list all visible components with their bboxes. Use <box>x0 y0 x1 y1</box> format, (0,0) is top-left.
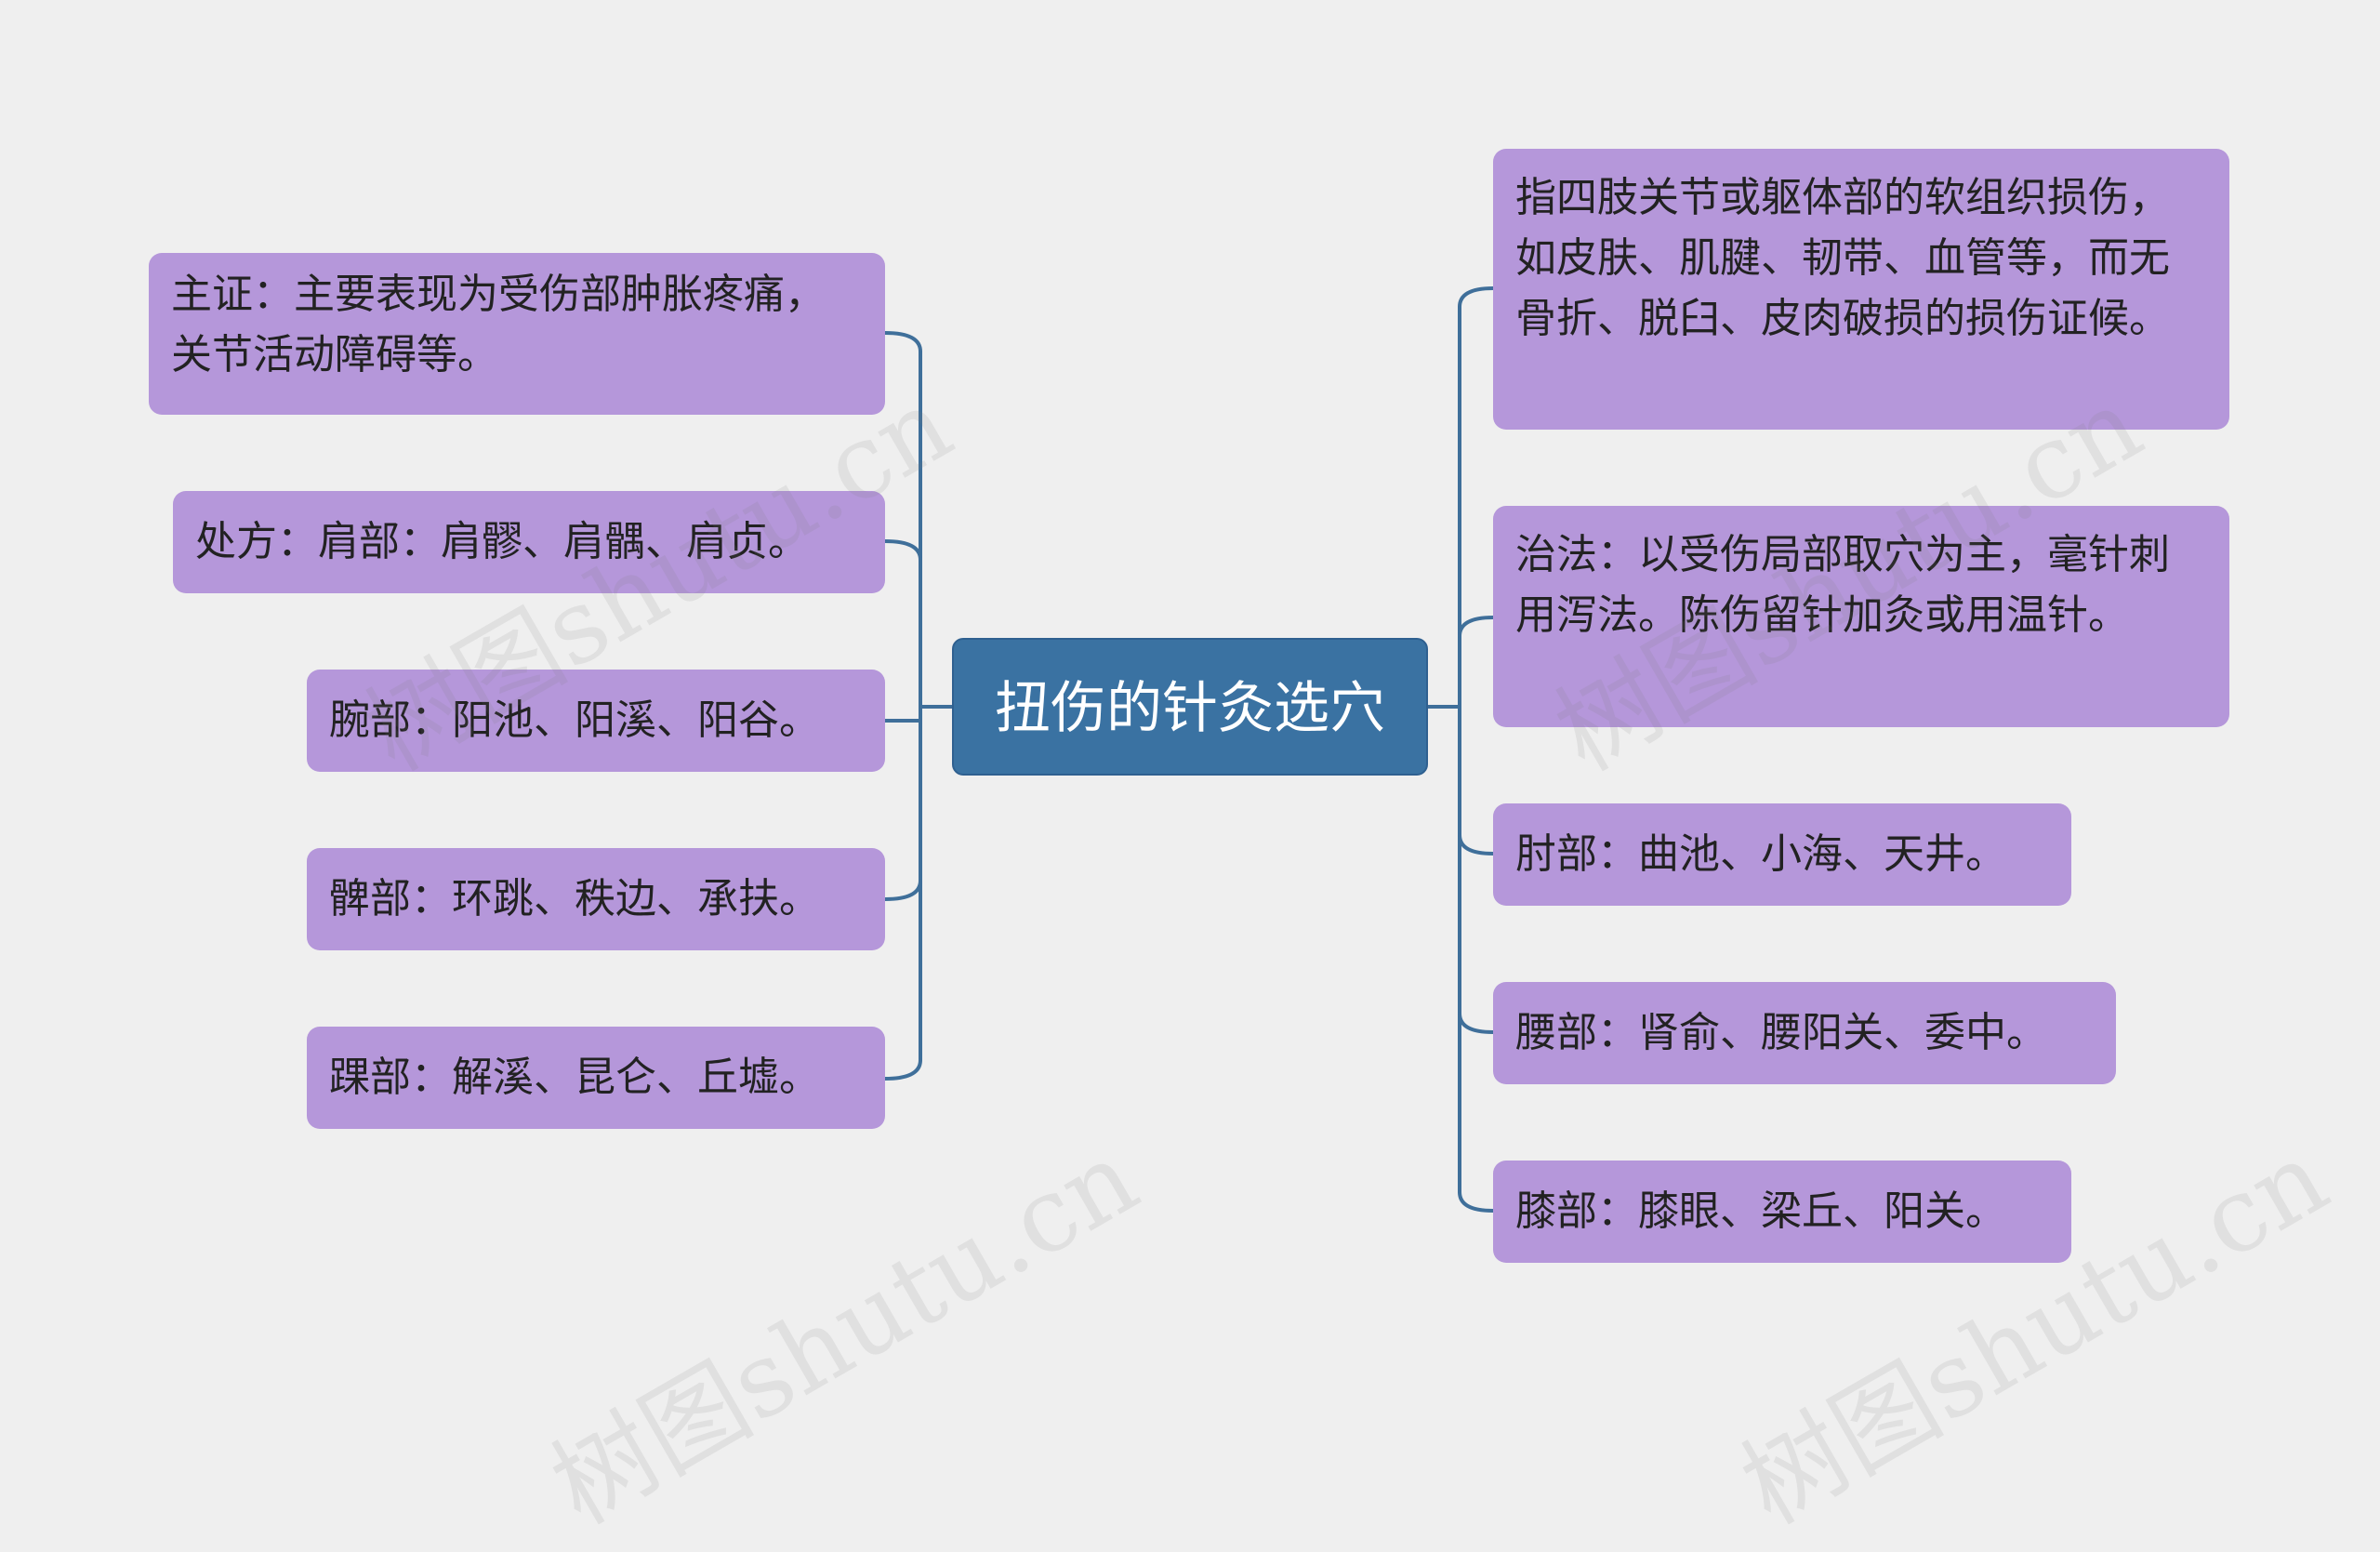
left-node-hip[interactable]: 髀部：环跳、秩边、承扶。 <box>307 848 885 950</box>
central-topic[interactable]: 扭伤的针灸选穴 <box>952 638 1428 776</box>
left-node-wrist[interactable]: 腕部：阳池、阳溪、阳谷。 <box>307 670 885 772</box>
left-node-prescription-shoulder[interactable]: 处方：肩部：肩髎、肩髃、肩贞。 <box>173 491 885 593</box>
right-node-definition[interactable]: 指四肢关节或躯体部的软组织损伤，如皮肤、肌腱、韧带、血管等，而无骨折、脱臼、皮肉… <box>1493 149 2229 430</box>
connector-right-4 <box>1458 1012 1495 1034</box>
connector-right-1 <box>1458 286 1495 309</box>
right-node-elbow[interactable]: 肘部：曲池、小海、天井。 <box>1493 803 2071 906</box>
left-node-symptoms[interactable]: 主证：主要表现为受伤部肿胀疼痛，关节活动障碍等。 <box>149 253 885 415</box>
right-node-waist[interactable]: 腰部：肾俞、腰阳关、委中。 <box>1493 982 2116 1084</box>
connector-left-2 <box>883 539 922 562</box>
connector-right-3 <box>1458 833 1495 856</box>
connector-left-1 <box>883 331 922 353</box>
connector-right-2 <box>1458 616 1495 638</box>
left-node-ankle[interactable]: 踝部：解溪、昆仑、丘墟。 <box>307 1027 885 1129</box>
connector-right-5 <box>1458 1190 1495 1213</box>
connector-left-5 <box>883 1058 922 1081</box>
right-node-knee[interactable]: 膝部：膝眼、梁丘、阳关。 <box>1493 1161 2071 1263</box>
connector-left-4 <box>883 879 922 901</box>
right-node-treatment[interactable]: 治法：以受伤局部取穴为主，毫针刺用泻法。陈伤留针加灸或用温针。 <box>1493 506 2229 727</box>
connector-lines <box>883 286 1495 1213</box>
